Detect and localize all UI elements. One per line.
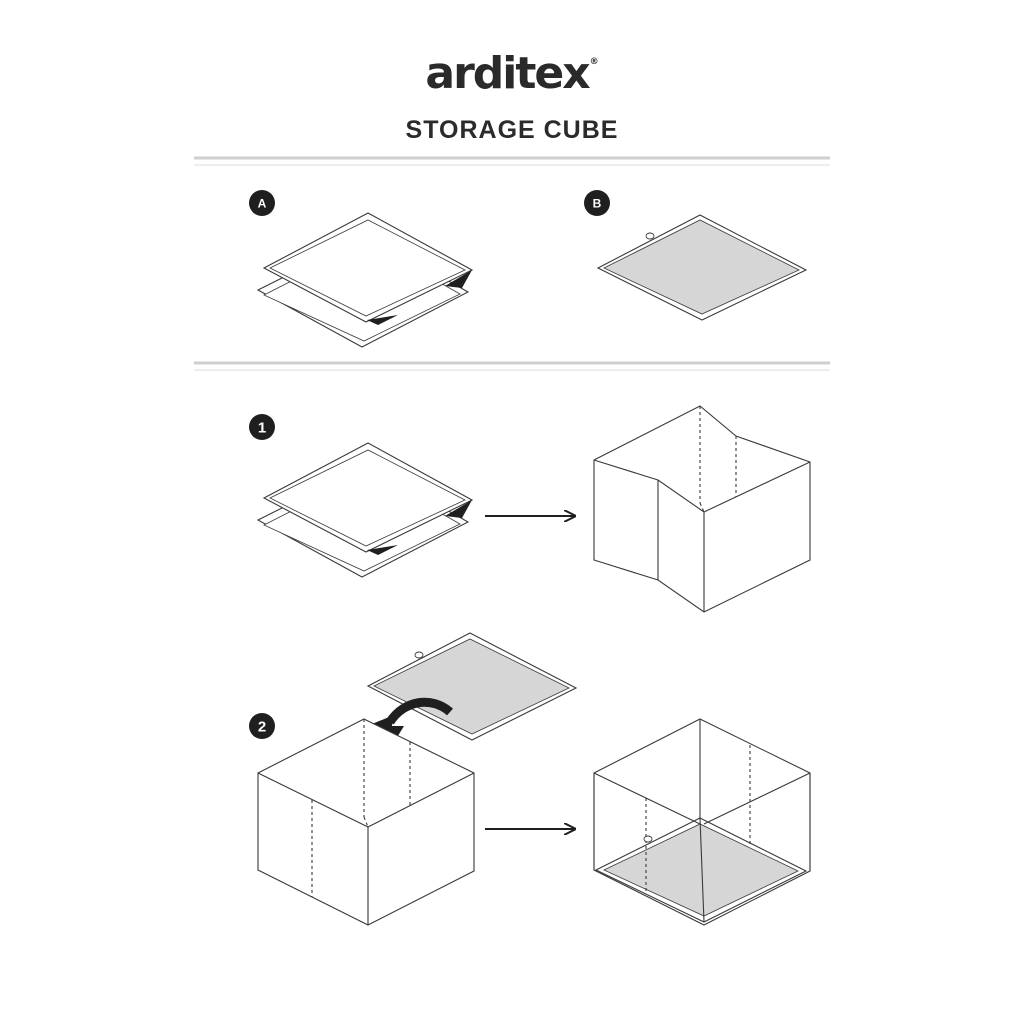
- divider-middle: [194, 361, 830, 371]
- part-b-base-panel-illustration: [596, 214, 808, 321]
- step-1-panels-illustration: [256, 442, 474, 578]
- registered-mark: ®: [589, 57, 599, 67]
- pull-tab-icon: [414, 651, 424, 659]
- part-a-label: A: [258, 197, 267, 211]
- step-2-base-panel-illustration: [366, 632, 578, 741]
- step-1-result-illustration: [593, 405, 811, 613]
- step-1-badge: 1: [249, 414, 275, 440]
- part-a-panels-illustration: [256, 212, 474, 348]
- pull-tab-icon: [645, 232, 655, 240]
- step-2-number: 2: [258, 719, 266, 736]
- part-b-label: B: [593, 197, 602, 211]
- divider-top: [194, 156, 830, 166]
- brand-logo: arditex®: [0, 48, 1024, 99]
- part-b-badge: B: [584, 190, 610, 216]
- pull-tab-icon: [643, 835, 653, 843]
- step-2-badge: 2: [249, 713, 275, 739]
- step-1-number: 1: [258, 420, 266, 437]
- part-a-badge: A: [249, 190, 275, 216]
- step-2-result-cube-illustration: [593, 718, 811, 926]
- page-title: STORAGE CUBE: [405, 116, 619, 144]
- brand-name: arditex: [425, 48, 590, 99]
- step-2-open-cube-illustration: [257, 718, 475, 926]
